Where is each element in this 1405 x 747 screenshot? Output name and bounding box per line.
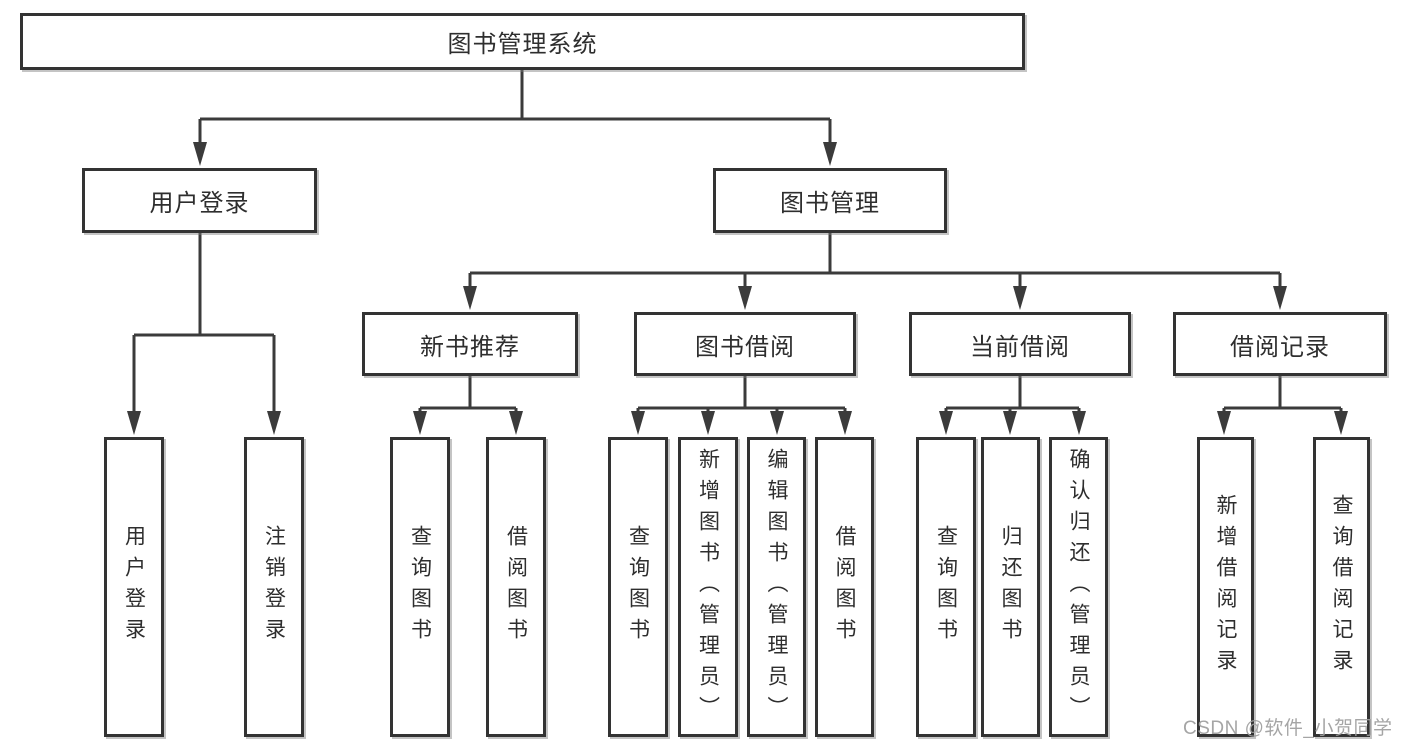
node-leaf-borrow-books-recommend: 借阅图书 [486,437,546,737]
node-leaf-borrow-books: 借阅图书 [815,437,874,737]
node-current-borrowing: 当前借阅 [909,312,1131,376]
watermark: CSDN @软件_小贺同学 [1183,718,1393,739]
node-user-login: 用户登录 [82,168,317,233]
node-leaf-add-borrow-record: 新增借阅记录 [1197,437,1254,737]
node-leaf-add-book-admin: 新增图书（管理员） [678,437,738,737]
node-leaf-query-books-borrow: 查询图书 [608,437,668,737]
node-book-management: 图书管理 [713,168,947,233]
node-borrowing-records: 借阅记录 [1173,312,1387,376]
node-leaf-logout: 注销登录 [244,437,304,737]
node-library-system: 图书管理系统 [20,13,1025,70]
node-leaf-user-login: 用户登录 [104,437,164,737]
node-new-book-recommendation: 新书推荐 [362,312,578,376]
node-leaf-query-books-current: 查询图书 [916,437,976,737]
node-leaf-query-books-recommend: 查询图书 [390,437,450,737]
node-leaf-return-books: 归还图书 [981,437,1040,737]
node-leaf-confirm-return-admin: 确认归还（管理员） [1049,437,1108,737]
node-leaf-query-borrow-record: 查询借阅记录 [1313,437,1370,737]
node-leaf-edit-book-admin: 编辑图书（管理员） [747,437,806,737]
node-book-borrowing: 图书借阅 [634,312,856,376]
